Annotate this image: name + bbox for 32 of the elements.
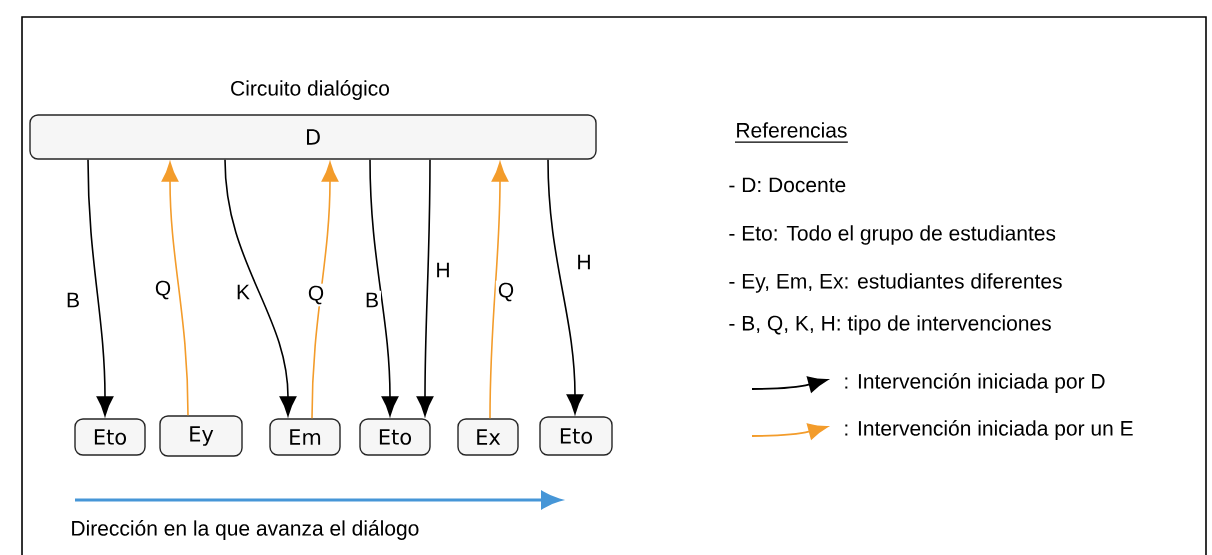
arrow: [369, 158, 399, 417]
note: - D: Docente: [729, 177, 846, 193]
edge-label: H: [574, 252, 594, 272]
direction-caption: Dirección en la que avanza el diálogo: [72, 520, 419, 540]
edge-label: Q: [152, 278, 174, 302]
edge-label: H: [433, 260, 453, 280]
legend-text: : Intervención iniciada por D: [845, 373, 1105, 393]
note: - B, Q, K, H: tipo de intervenciones: [729, 315, 1051, 335]
student-box: Em: [269, 418, 341, 456]
arrow: [311, 161, 339, 420]
title: Circuito dialógico: [231, 80, 389, 100]
student-box: Eto: [539, 416, 613, 456]
edge-label: Q: [495, 280, 517, 304]
arrow: [547, 158, 584, 415]
note: - Eto: Todo el grupo de estudiantes: [729, 225, 1056, 245]
arrow: [161, 161, 189, 417]
edge-label: B: [64, 290, 82, 310]
student-box: Eto: [359, 418, 431, 456]
arrow: [489, 161, 509, 420]
legend-text: : Intervención iniciada por un E: [845, 420, 1133, 440]
edge-label: K: [234, 282, 252, 302]
student-box: Ey: [159, 415, 243, 457]
note: - Ey, Em, Ex: estudiantes diferentes: [729, 273, 1062, 293]
arrow: [416, 158, 434, 417]
arrow: [224, 158, 297, 417]
student-box: Ex: [457, 418, 519, 456]
arrow: [87, 158, 114, 417]
teacher-bar: D: [29, 114, 597, 160]
student-box: Eto: [74, 418, 146, 456]
legend-heading: Referencias: [734, 122, 849, 143]
edge-label: Q: [305, 283, 327, 307]
edge-label: B: [363, 290, 381, 310]
